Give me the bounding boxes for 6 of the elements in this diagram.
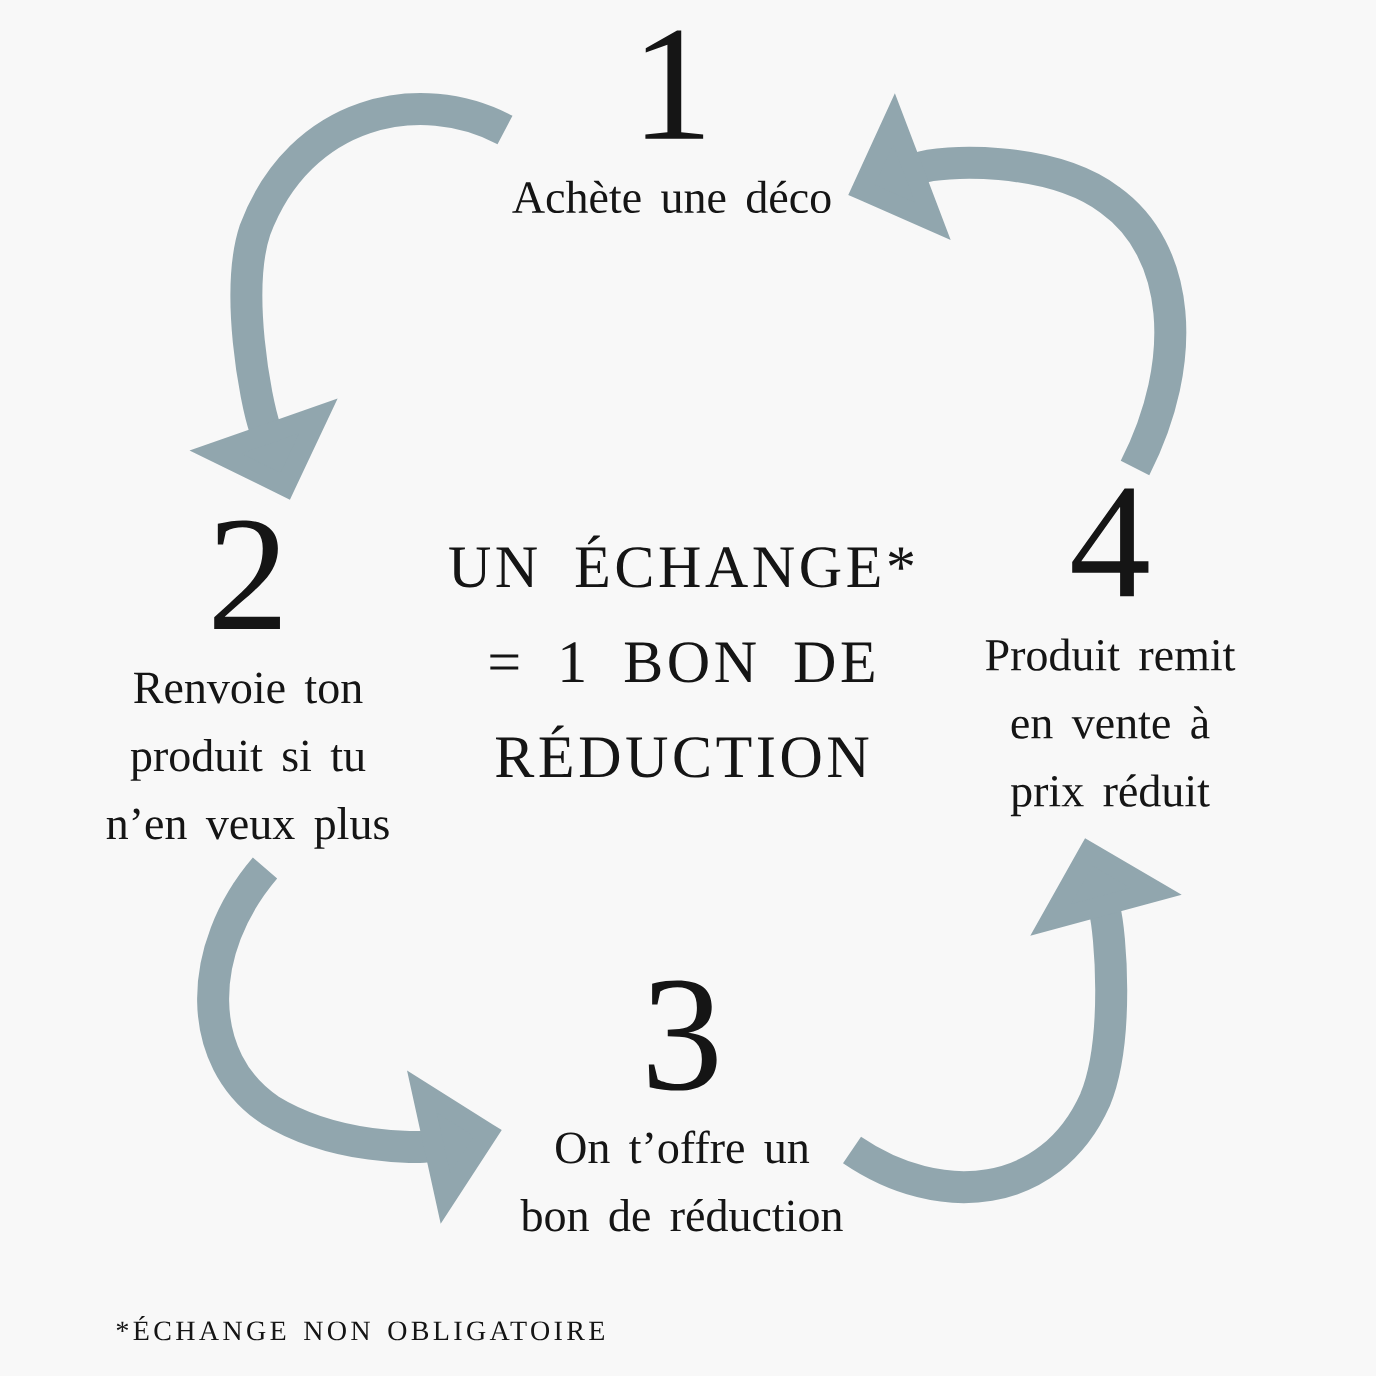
step-text: 3 On t’offre un bon de réduction	[520, 980, 843, 1232]
title: UN ÉCHANGE* = 1 BON DE RÉDUCTION	[449, 535, 914, 778]
step-text: 2 Renvoie ton produit si tu n’en veux plus	[106, 520, 389, 849]
step-text: 4 Produit remit en vente à prix réduit	[985, 488, 1236, 817]
step-text: 1 Achète une déco	[512, 30, 831, 214]
footnote: *ÉCHANGE NON OBLIGATOIRE	[116, 1315, 604, 1341]
